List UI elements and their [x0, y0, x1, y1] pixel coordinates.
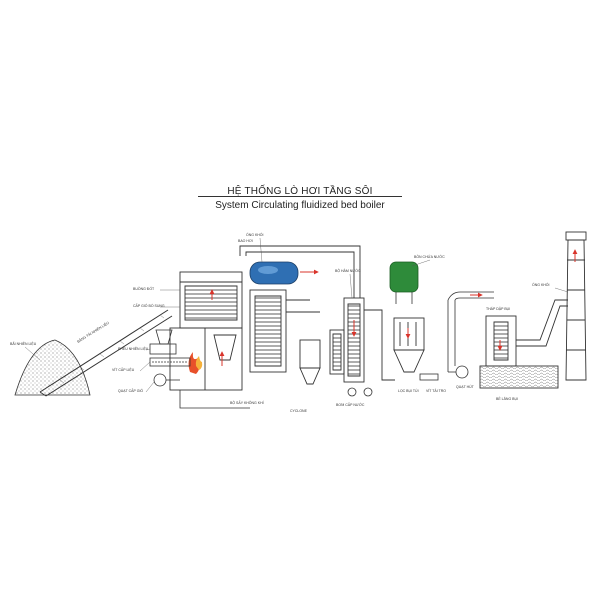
coal-pile — [14, 339, 91, 396]
feed-pump — [347, 387, 373, 397]
water-tank — [389, 261, 419, 304]
air-preheater — [249, 289, 320, 373]
fuel-hopper — [149, 329, 177, 355]
wet-scrubber-label: THÁP DẬP BỤI — [486, 307, 510, 311]
wet-scrubber — [485, 315, 517, 367]
fuel-conveyor — [39, 309, 173, 397]
chimney — [565, 231, 587, 381]
induced-fan-label: QUẠT HÚT — [456, 385, 475, 389]
air-supply-label: QUẠT CẤP GIÓ — [118, 388, 143, 393]
conveyor-label: BĂNG TẢI NHIÊN LIỆU — [76, 320, 110, 344]
water-tank-label: BỒN CHỨA NƯỚC — [414, 254, 445, 259]
bag-filter — [393, 317, 425, 373]
steam-drum-label: BAO HƠI — [238, 239, 253, 243]
flow-arrows — [209, 249, 578, 366]
secondary-air-label: CẤP GIÓ BỔ SUNG — [133, 303, 165, 308]
combustion-chamber-label: BUỒNG ĐỐT — [133, 286, 155, 291]
steam-drum — [249, 261, 299, 285]
chimney-top-label: ỐNG KHÓI — [246, 232, 264, 237]
cyclone-label: CYCLONE — [290, 409, 308, 413]
bag-filter-label: LỌC BỤI TÚI — [398, 389, 419, 393]
title-divider — [198, 196, 402, 197]
economizer-label: BỘ HÂM NƯỚC — [335, 268, 361, 273]
diagram-title-vietnamese: HỆ THỐNG LÒ HƠI TẦNG SÔI — [227, 186, 373, 197]
air-preheater-label: BỘ SẤY KHÔNG KHÍ — [230, 400, 264, 405]
fuel-hopper-label: PHỄU NHIÊN LIỆU — [118, 346, 149, 351]
flue-duct-top — [239, 245, 361, 298]
settling-pool-label: BỂ LẮNG BỤI — [496, 396, 518, 401]
ash-screw — [419, 373, 439, 381]
air-fan — [153, 373, 180, 387]
flue-duct-mid — [364, 309, 395, 381]
cyclone — [299, 339, 321, 385]
leader-lines — [24, 237, 569, 393]
feed-pump-label: BƠM CẤP NƯỚC — [336, 402, 365, 407]
boiler-furnace — [169, 271, 243, 391]
settling-pool — [479, 365, 559, 389]
chimney-label: ỐNG KHÓI — [532, 282, 550, 287]
diagram-title-english: System Circulating fluidized bed boiler — [215, 200, 385, 211]
coal-yard-label: BÃI NHIÊN LIỆU — [10, 341, 37, 346]
ash-screw-label: VÍT TẢI TRO — [426, 388, 446, 393]
furnace-flame-icon — [188, 352, 203, 374]
economizer — [329, 297, 365, 383]
induced-fan — [447, 291, 494, 379]
feeder-label: VÍT CẤP LIỆU — [112, 367, 135, 372]
air-duct — [179, 390, 250, 409]
chimney-duct — [516, 299, 568, 341]
